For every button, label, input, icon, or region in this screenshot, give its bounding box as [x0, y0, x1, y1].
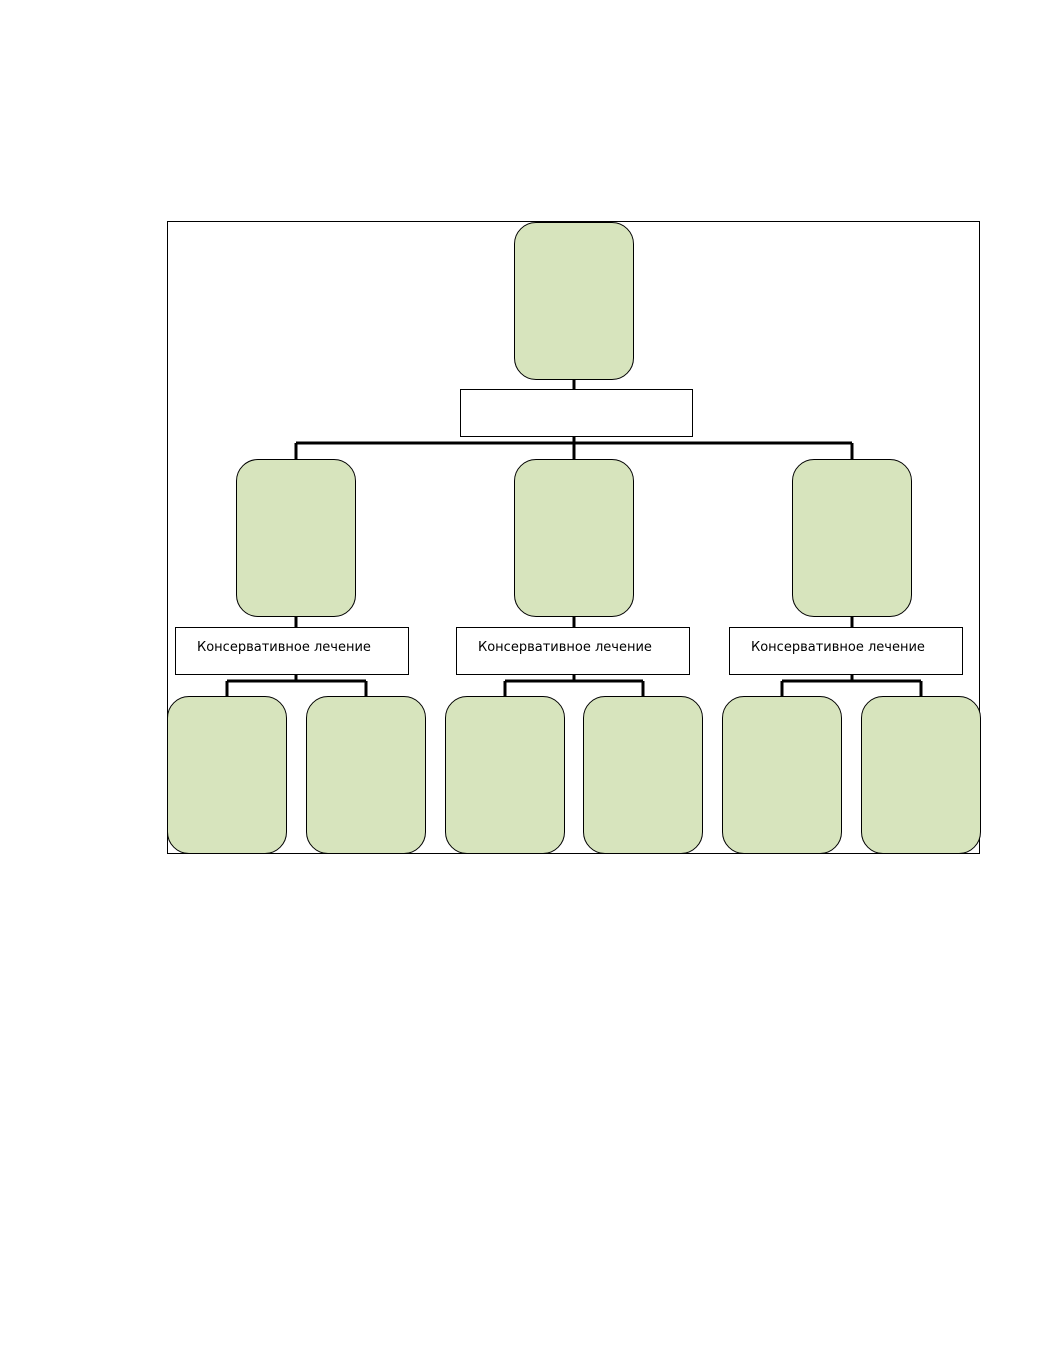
leaf-node-4: [583, 696, 703, 854]
diagram-frame: [167, 221, 980, 854]
level2-node-left: [236, 459, 356, 617]
leaf-node-6: [861, 696, 981, 854]
root-node: [514, 222, 634, 380]
level2-node-right: [792, 459, 912, 617]
leaf-node-5: [722, 696, 842, 854]
level2-node-center: [514, 459, 634, 617]
leaf-node-2: [306, 696, 426, 854]
branch-label-right: Консервативное лечение: [729, 627, 963, 675]
branch-label-center: Консервативное лечение: [456, 627, 690, 675]
branch-label-left: Консервативное лечение: [175, 627, 409, 675]
root-label-box: [460, 389, 693, 437]
leaf-node-3: [445, 696, 565, 854]
leaf-node-1: [167, 696, 287, 854]
